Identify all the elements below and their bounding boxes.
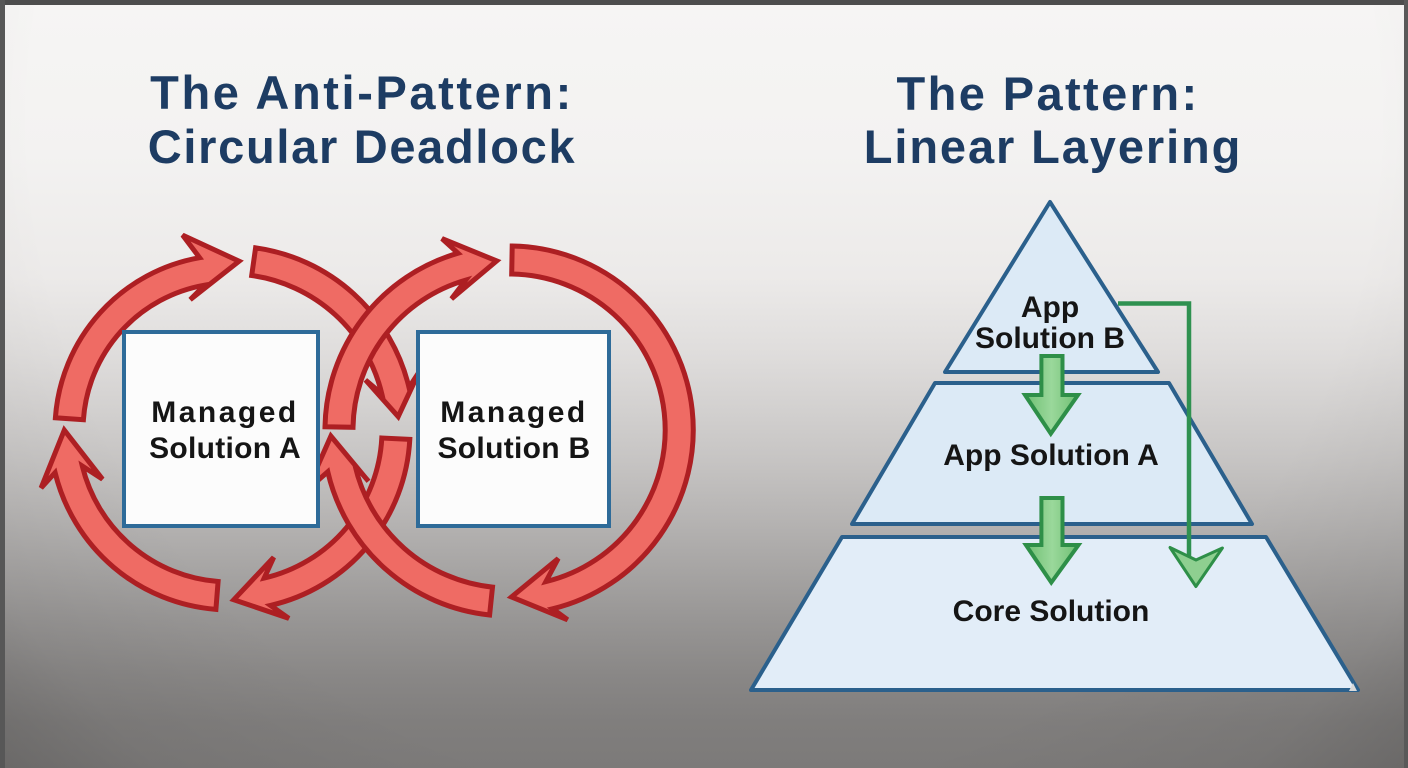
- svg-text:App: App: [1021, 291, 1079, 324]
- svg-text:Circular Deadlock: Circular Deadlock: [148, 120, 577, 173]
- svg-text:Solution B: Solution B: [438, 432, 591, 465]
- svg-text:Solution B: Solution B: [975, 322, 1125, 355]
- svg-text:Core Solution: Core Solution: [953, 595, 1150, 628]
- svg-text:The Pattern:: The Pattern:: [897, 67, 1200, 120]
- svg-text:App Solution A: App Solution A: [943, 439, 1159, 472]
- svg-text:Managed: Managed: [151, 396, 299, 429]
- svg-text:Linear Layering: Linear Layering: [864, 120, 1243, 173]
- svg-text:Managed: Managed: [440, 396, 588, 429]
- svg-text:Solution A: Solution A: [149, 432, 301, 465]
- svg-text:The Anti-Pattern:: The Anti-Pattern:: [150, 66, 574, 119]
